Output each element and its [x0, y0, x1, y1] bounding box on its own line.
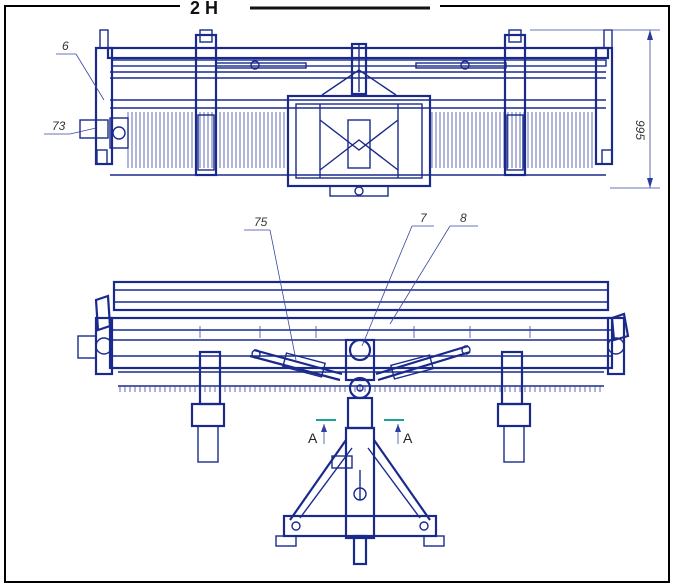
svg-text:8: 8 [460, 211, 467, 225]
callout-8: 8 [389, 211, 478, 325]
heading-fragment: 2 Н [190, 0, 218, 18]
callout-6: 6 [56, 39, 105, 101]
section-label-right: A [403, 430, 413, 446]
callout-73: 73 [44, 119, 97, 135]
top-view [79, 29, 614, 197]
dimension-label: 995 [633, 120, 647, 140]
section-label-left: A [308, 430, 318, 446]
svg-text:7: 7 [420, 211, 428, 225]
heading-mask [180, 0, 440, 10]
svg-text:75: 75 [254, 215, 268, 229]
callout-7: 7 [361, 211, 434, 347]
svg-text:73: 73 [52, 119, 66, 133]
front-view: A A [77, 280, 630, 566]
drawing-frame [4, 5, 670, 583]
svg-text:6: 6 [62, 39, 69, 53]
callout-75: 75 [244, 215, 297, 361]
dimension-995: 995 [530, 29, 660, 189]
